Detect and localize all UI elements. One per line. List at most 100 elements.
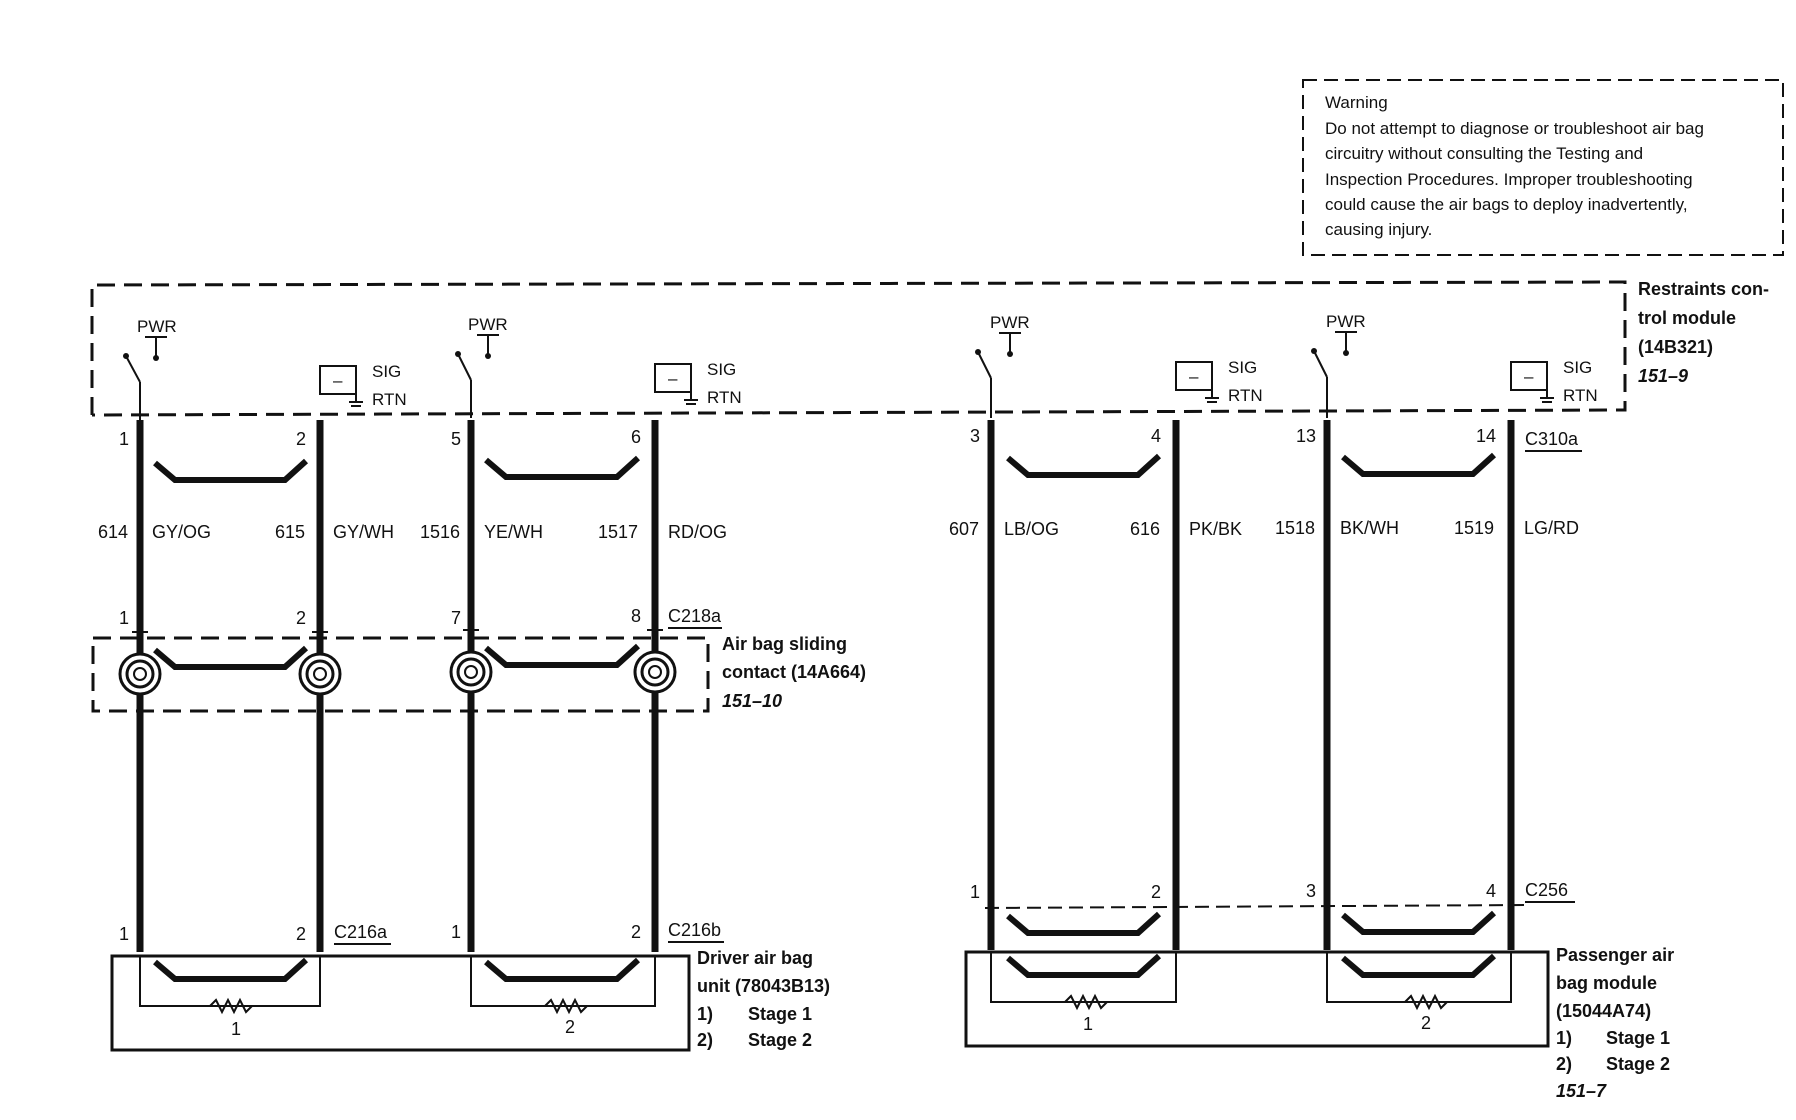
stage-label: Stage 1 [748,1004,812,1024]
connector-c218a: C218a [668,606,722,626]
pwr-label: PWR [137,317,177,336]
stage-number: 2) [697,1030,713,1050]
sig-rtn-3: – SIG RTN [1175,358,1263,405]
rtn-label: RTN [707,388,742,407]
clockspring-coil-icon [449,650,493,694]
c256-connector-line [984,904,1526,909]
pin-label: 2 [296,608,306,628]
pin-label: 2 [296,924,306,944]
warning-line: Inspection Procedures. Improper troubles… [1325,170,1693,189]
pin-label: 2 [296,429,306,449]
warning-line: could cause the air bags to deploy inadv… [1325,195,1688,214]
driver-unit-part: unit (78043B13) [697,976,830,996]
passenger-module-ref: 151–7 [1556,1081,1607,1101]
squib-resistor-icon [209,997,253,1015]
module-name-line: trol module [1638,308,1736,328]
stage-number: 1 [231,1019,241,1039]
stage-number: 1 [1083,1014,1093,1034]
circuit-number: 607 [949,519,979,539]
sig-label: SIG [1228,358,1257,377]
pin-label: 3 [970,426,980,446]
wire-color: PK/BK [1189,519,1242,539]
rtn-label: RTN [1563,386,1598,405]
twisted-pair-mark [484,643,641,668]
pwr-switch-3: PWR [975,313,1030,418]
pin-label: 2 [631,922,641,942]
stage-label: Stage 2 [748,1030,812,1050]
twisted-pair-mark [153,645,309,670]
minus-sign: – [333,371,343,390]
pin-label: 4 [1151,426,1161,446]
warning-line: circuitry without consulting the Testing… [1325,144,1643,163]
pin-label: 4 [1486,881,1496,901]
pin-label: 1 [451,922,461,942]
pin-label: 6 [631,427,641,447]
pin-label: 1 [970,882,980,902]
twisted-pair-mark [153,458,309,483]
pin-label: 13 [1296,426,1316,446]
sig-label: SIG [707,360,736,379]
restraints-control-module: Restraints con- trol module (14B321) 151… [90,279,1769,417]
connector-c310a: C310a [1525,429,1579,449]
passenger-module-part: (15044A74) [1556,1001,1651,1021]
wire-color: YE/WH [484,522,543,542]
stage-number: 2 [565,1017,575,1037]
pwr-label: PWR [1326,312,1366,331]
twisted-pair-mark [1006,453,1162,478]
wire-color: RD/OG [668,522,727,542]
squib-resistor-icon [544,997,588,1015]
air-bag-sliding-contact [91,636,710,713]
minus-sign: – [1189,367,1199,386]
pin-label: 7 [451,608,461,628]
sig-rtn-2: – SIG RTN [654,360,742,407]
minus-sign: – [1524,367,1534,386]
driver-unit-name: Driver air bag [697,948,813,968]
passenger-air-bag-module: 1 2 [964,910,1550,1048]
pin-label: 1 [119,608,129,628]
clockspring-coil-icon [298,652,342,696]
stage-number: 1) [1556,1028,1572,1048]
sliding-contact-name: Air bag sliding [722,634,847,654]
module-name-line: Restraints con- [1638,279,1769,299]
pin-label: 1 [119,429,129,449]
pin-label: 3 [1306,881,1316,901]
module-part-number: (14B321) [1638,337,1713,357]
circuit-number: 614 [98,522,128,542]
stage-number: 2) [1556,1054,1572,1074]
circuit-number: 1519 [1454,518,1494,538]
passenger-wires [987,420,1515,950]
module-ref: 151–9 [1638,366,1688,386]
circuit-number: 615 [275,522,305,542]
pwr-label: PWR [468,315,508,334]
pin-label: 14 [1476,426,1496,446]
wire-color: GY/WH [333,522,394,542]
passenger-module-name: Passenger air [1556,945,1674,965]
pwr-switch-1: PWR [123,317,177,418]
pwr-switch-2: PWR [455,315,508,418]
driver-wires [136,414,659,952]
twisted-pair-mark [1341,452,1497,477]
warning-title: Warning [1325,93,1388,112]
sliding-contact-part: contact (14A664) [722,662,866,682]
rtn-label: RTN [1228,386,1263,405]
sig-rtn-4: – SIG RTN [1510,358,1598,405]
passenger-module-name: bag module [1556,973,1657,993]
warning-line: causing injury. [1325,220,1432,239]
rtn-label: RTN [372,390,407,409]
twisted-pair-mark [484,455,641,480]
sig-label: SIG [372,362,401,381]
stage-label: Stage 1 [1606,1028,1670,1048]
squib-resistor-icon [1404,993,1448,1011]
clockspring-coil-icon [118,652,162,696]
sliding-contact-ref: 151–10 [722,691,782,711]
connector-c216b: C216b [668,920,721,940]
warning-line: Do not attempt to diagnose or troublesho… [1325,119,1704,138]
stage-number: 2 [1421,1013,1431,1033]
minus-sign: – [668,369,678,388]
sig-label: SIG [1563,358,1592,377]
squib-resistor-icon [1064,993,1108,1011]
stage-label: Stage 2 [1606,1054,1670,1074]
connector-c216a: C216a [334,922,388,942]
driver-air-bag-unit: 1 2 [110,954,691,1052]
